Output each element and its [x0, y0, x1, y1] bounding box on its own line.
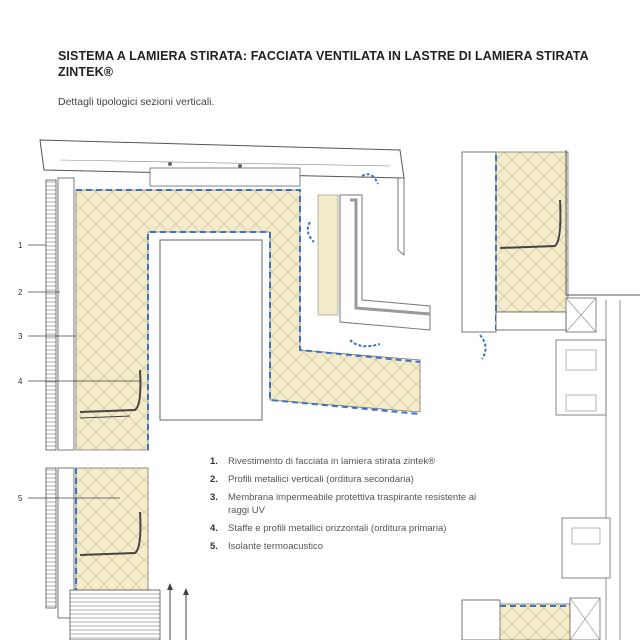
- legend-text: Rivestimento di facciata in lamiera stir…: [228, 456, 436, 467]
- legend-item: 1. Rivestimento di facciata in lamiera s…: [210, 455, 480, 468]
- callouts: 1 2 3 4 5: [18, 241, 140, 503]
- page-subtitle: Dettagli tipologici sezioni verticali.: [58, 96, 215, 108]
- callout-3: 3: [18, 332, 23, 341]
- base-detail: [45, 467, 189, 640]
- callout-5: 5: [18, 494, 23, 503]
- legend-number: 4.: [210, 523, 218, 534]
- callout-4: 4: [18, 377, 23, 386]
- cladding-panel: [45, 179, 57, 451]
- legend-item: 5. Isolante termoacustico: [210, 540, 480, 553]
- legend-text: Isolante termoacustico: [228, 541, 324, 552]
- legend-number: 2.: [210, 474, 218, 485]
- lintel-detail: [39, 139, 431, 451]
- callout-2: 2: [18, 288, 23, 297]
- legend-text: Staffe e profili metallici orizzontali (…: [228, 523, 447, 534]
- legend-text: Membrana impermeabile protettiva traspir…: [228, 492, 477, 516]
- legend-number: 5.: [210, 541, 218, 552]
- right-detail: [461, 150, 640, 640]
- legend-list: 1. Rivestimento di facciata in lamiera s…: [210, 455, 480, 558]
- airflow-arrow: [361, 173, 379, 185]
- legend-item: 2. Profili metallici verticali (orditura…: [210, 473, 480, 486]
- legend-text: Profili metallici verticali (orditura se…: [228, 474, 414, 485]
- legend-number: 1.: [210, 456, 218, 467]
- legend-item: 3. Membrana impermeabile protettiva tras…: [210, 491, 480, 517]
- legend-item: 4. Staffe e profili metallici orizzontal…: [210, 522, 480, 535]
- legend-number: 3.: [210, 492, 218, 503]
- membrane-line: [76, 189, 421, 363]
- page-title: SISTEMA A LAMIERA STIRATA: FACCIATA VENT…: [58, 49, 589, 79]
- callout-1: 1: [18, 241, 23, 250]
